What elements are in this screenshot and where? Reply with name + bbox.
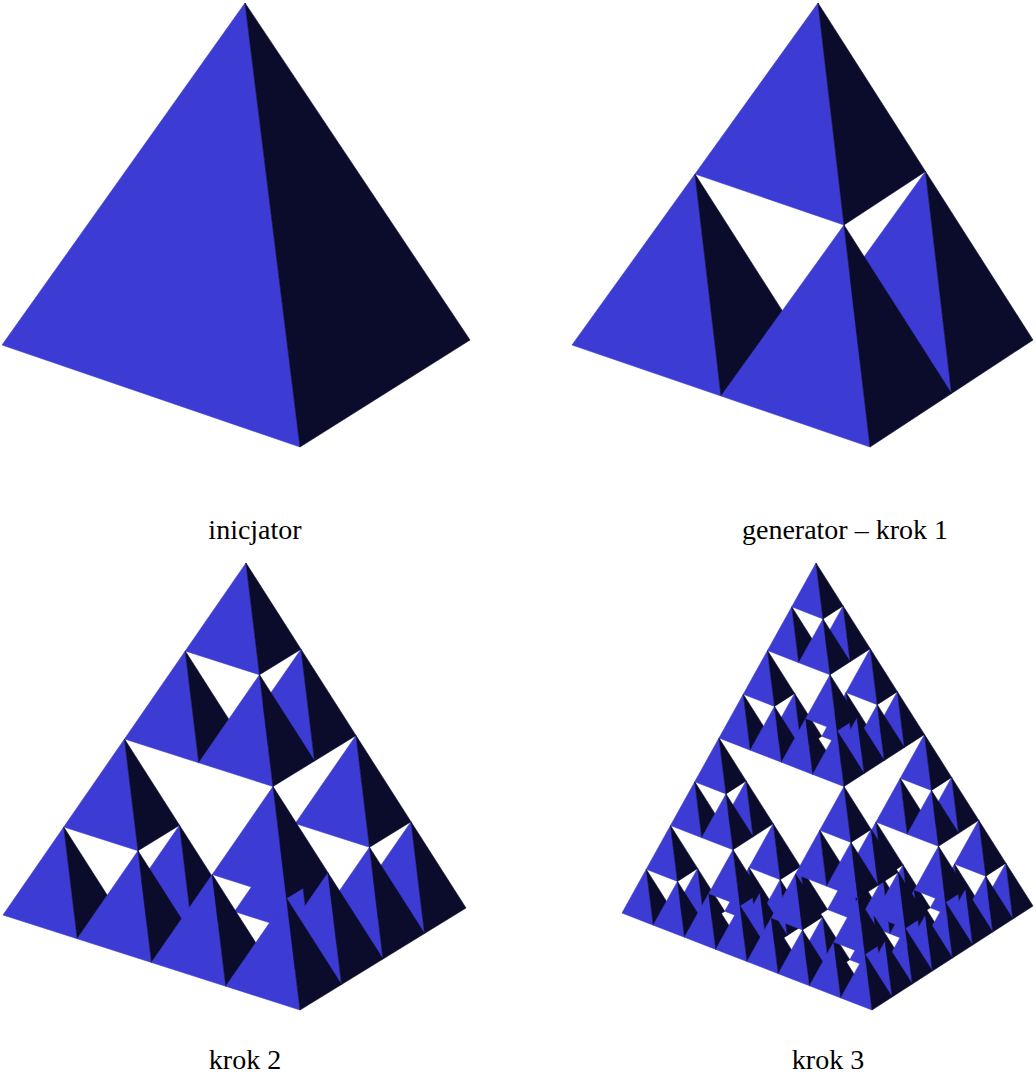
tetrahedron-face bbox=[865, 954, 892, 1010]
tetrahedron-face bbox=[939, 846, 966, 902]
tetrahedron-face bbox=[952, 777, 979, 833]
tetrahedron-face bbox=[925, 915, 952, 971]
tetrahedron-face bbox=[746, 781, 773, 837]
tetrahedron-face bbox=[898, 872, 925, 928]
tetrahedron-face bbox=[986, 876, 1013, 932]
tetrahedron-face bbox=[932, 790, 959, 846]
tetrahedron-face bbox=[328, 873, 383, 985]
tetrahedron-face bbox=[837, 731, 864, 787]
tetrahedron-face bbox=[823, 619, 850, 675]
tetrahedron-face bbox=[857, 718, 884, 774]
tetrahedron-face bbox=[897, 692, 924, 748]
tetrahedron-face bbox=[260, 675, 315, 787]
tetrahedron-face bbox=[1006, 863, 1033, 919]
tetrahedron-face bbox=[851, 842, 878, 898]
tetrahedron-face bbox=[926, 172, 1034, 394]
tetrahedron-face bbox=[885, 941, 912, 997]
tetrahedron-face bbox=[925, 735, 952, 791]
step-caption: generator – krok 1 bbox=[742, 514, 948, 546]
tetrahedron-figure bbox=[2, 3, 470, 447]
tetrahedron-face bbox=[125, 739, 180, 851]
step-caption: krok 2 bbox=[209, 1044, 281, 1076]
tetrahedron-face bbox=[979, 820, 1006, 876]
tetrahedron-figure bbox=[3, 563, 466, 1010]
tetrahedron-figure bbox=[622, 563, 1033, 1010]
step-caption: krok 3 bbox=[792, 1044, 864, 1076]
tetrahedron-figure bbox=[572, 3, 1033, 447]
tetrahedron-face bbox=[411, 822, 466, 934]
tetrahedron-face bbox=[844, 225, 952, 447]
tetrahedron-face bbox=[946, 902, 973, 958]
tetrahedron-face bbox=[816, 563, 843, 619]
tetrahedron-face bbox=[858, 898, 885, 954]
tetrahedron-face bbox=[870, 649, 897, 705]
tetrahedron-face bbox=[273, 787, 328, 899]
tetrahedron-face bbox=[830, 675, 857, 731]
step-caption: inicjator bbox=[208, 514, 301, 546]
tetrahedron-face bbox=[843, 606, 870, 662]
tetrahedron-face bbox=[370, 847, 425, 959]
tetrahedron-face bbox=[301, 649, 356, 761]
tetrahedron-face bbox=[245, 3, 470, 447]
tetrahedron-face bbox=[818, 3, 926, 225]
tetrahedron-face bbox=[733, 850, 760, 906]
tetrahedron-face bbox=[287, 898, 342, 1010]
tetrahedron-face bbox=[246, 563, 301, 675]
tetrahedron-face bbox=[877, 705, 904, 761]
tetrahedron-face bbox=[726, 794, 753, 850]
tetrahedron-face bbox=[966, 889, 993, 945]
tetrahedron-face bbox=[844, 787, 871, 843]
tetrahedron-face bbox=[871, 829, 898, 885]
tetrahedron-face bbox=[773, 824, 800, 880]
tetrahedron-face bbox=[356, 736, 411, 848]
tetrahedron-face bbox=[905, 928, 932, 984]
